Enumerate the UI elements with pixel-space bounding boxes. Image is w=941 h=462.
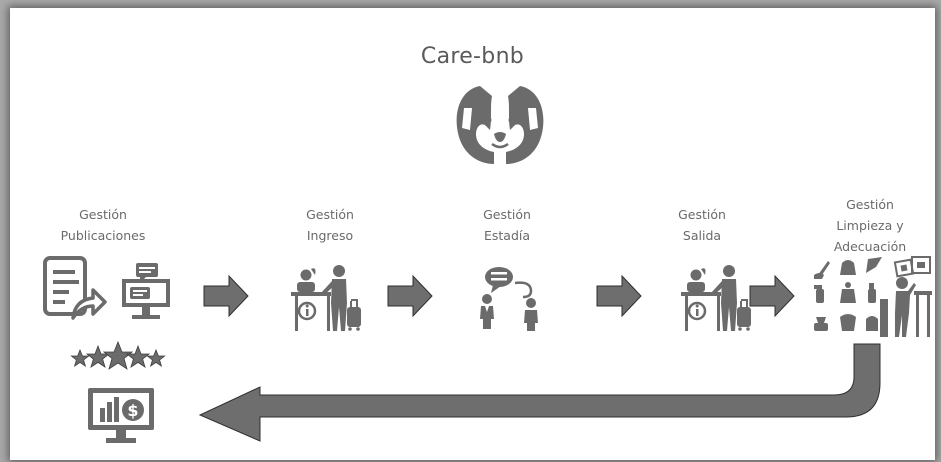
stars-rating-icon	[70, 340, 166, 370]
flow-arrow-right	[749, 274, 795, 318]
chat-monitor-icon	[122, 263, 170, 319]
reception-desk-icon	[681, 265, 751, 331]
stage-label-line: Estadía	[483, 228, 531, 243]
stage-label-line: Salida	[682, 228, 722, 243]
stage-label-line: Gestión	[79, 207, 127, 222]
stage-label-line: Adecuación	[833, 239, 907, 254]
cleaning-supplies-icon	[814, 256, 932, 337]
stage-label-limpieza: Gestión Limpieza y Adecuación	[810, 194, 930, 257]
diagram-panel: Care-bnb Gestión Publicaciones Gestión I…	[10, 8, 935, 460]
stage-label-line: Gestión	[483, 207, 531, 222]
stage-label-line: Limpieza y	[836, 218, 904, 233]
flow-arrow-right	[387, 274, 433, 318]
conversation-icon	[480, 267, 538, 331]
stage-label-line: Publicaciones	[60, 228, 146, 243]
flow-arrow-right	[203, 274, 249, 318]
brand-title: Care-bnb	[420, 44, 525, 69]
document-share-icon	[43, 256, 107, 320]
stage-label-line: Gestión	[846, 197, 894, 212]
stage-label-ingreso: Gestión Ingreso	[270, 204, 390, 246]
stage-label-publicaciones: Gestión Publicaciones	[28, 204, 178, 246]
stage-label-line: Gestión	[306, 207, 354, 222]
reception-desk-icon	[291, 265, 361, 331]
dog-face-hands-logo	[456, 86, 544, 164]
flow-arrow-right	[596, 274, 642, 318]
svg-text:$: $	[127, 401, 138, 420]
stage-label-line: Gestión	[678, 207, 726, 222]
stage-label-salida: Gestión Salida	[642, 204, 762, 246]
stage-label-estadia: Gestión Estadía	[447, 204, 567, 246]
dollar-chart-monitor-icon: $	[88, 388, 154, 443]
return-loop-arrow	[198, 343, 881, 442]
stage-label-line: Ingreso	[306, 228, 354, 243]
